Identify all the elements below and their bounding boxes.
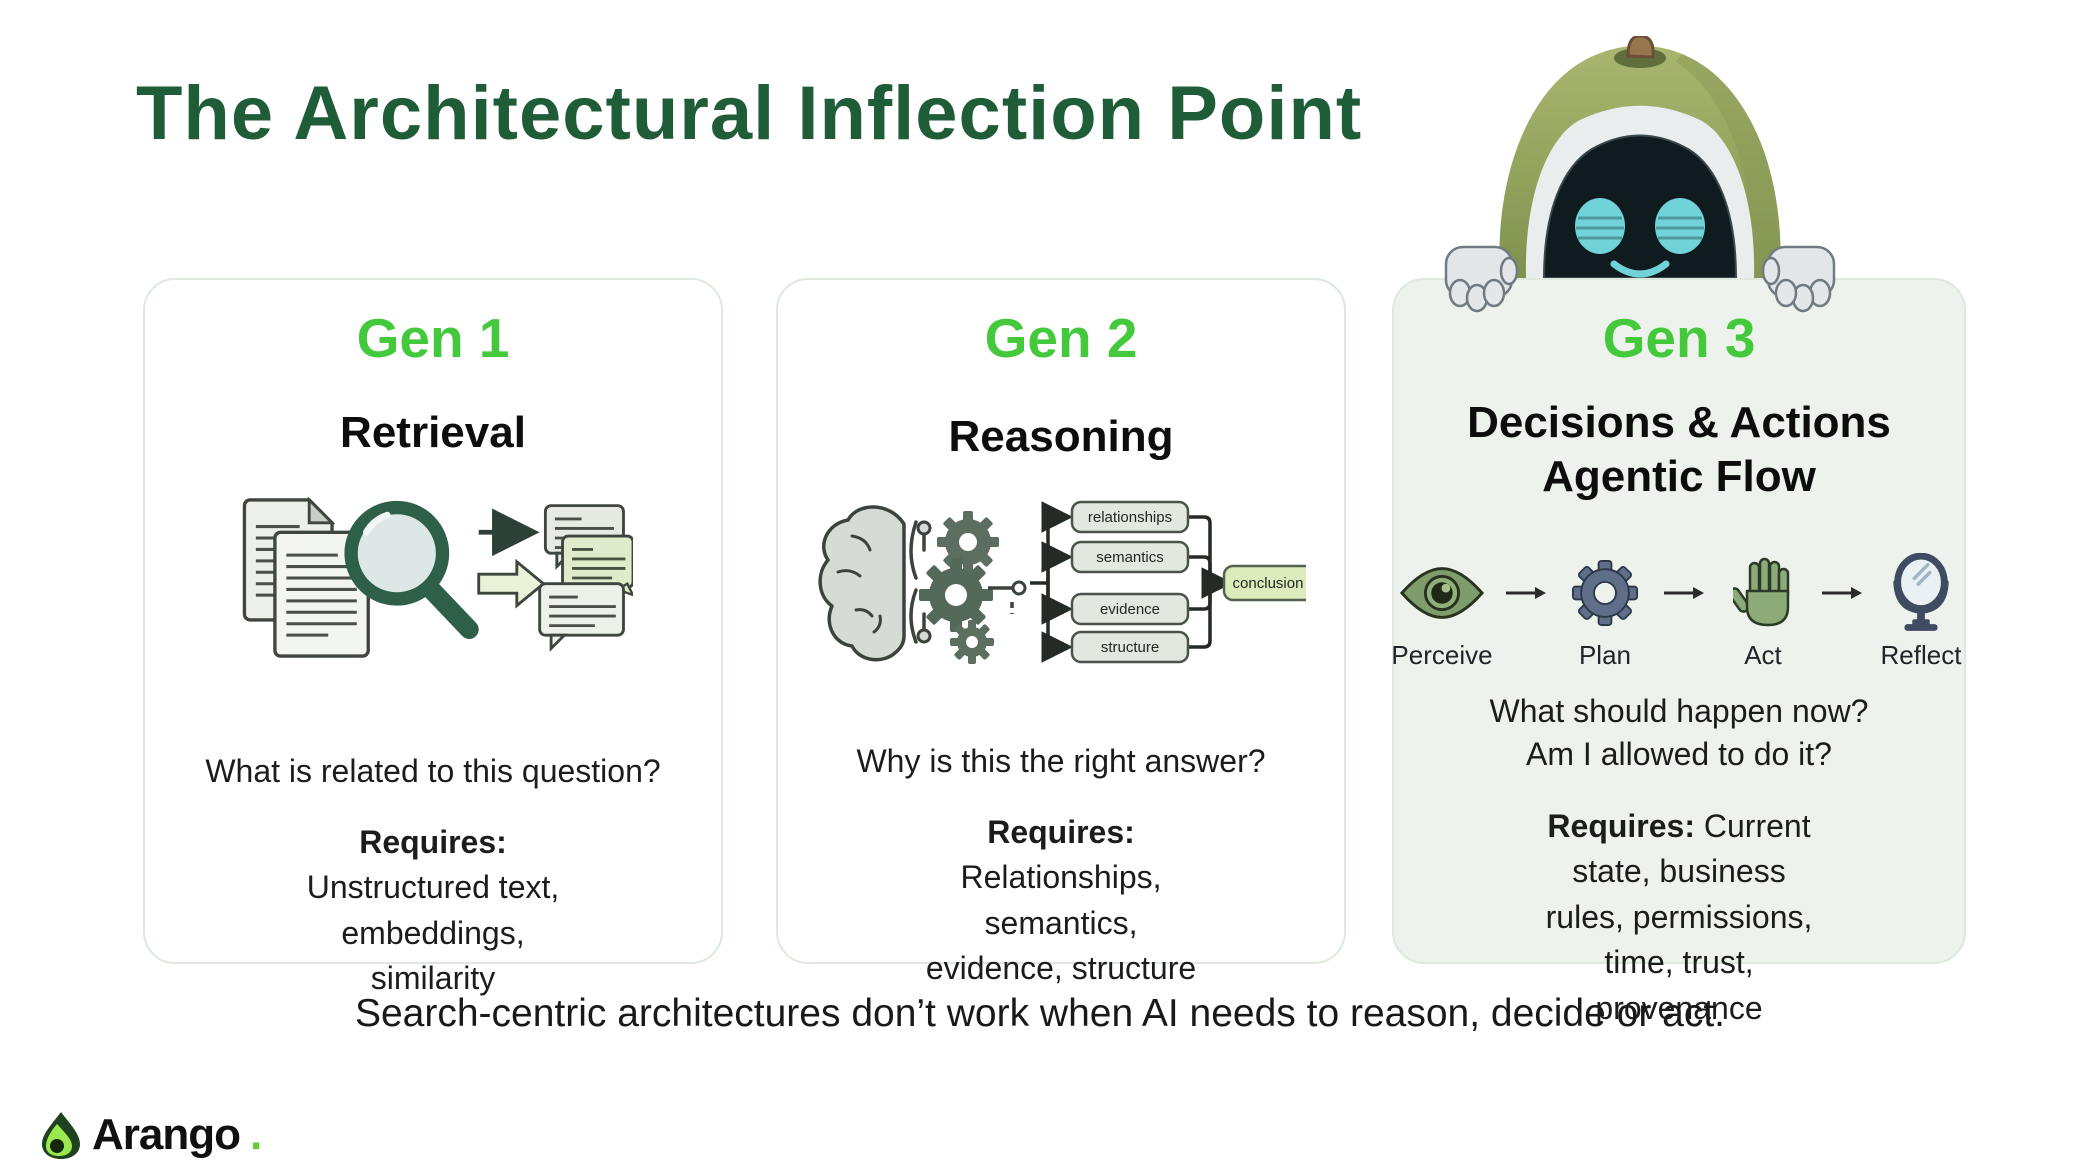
step-plan: Plan [1562, 552, 1648, 671]
arrow-icon [1504, 552, 1548, 634]
gen1-label: Gen 1 [356, 307, 510, 369]
card-gen2: Gen 2 Reasoning [776, 278, 1346, 986]
avocado-robot-mascot [1499, 36, 1781, 278]
brand-name: Arango [92, 1110, 241, 1159]
avocado-logo-icon [42, 1112, 80, 1159]
brain-gears-flow-icon: relationships semantics evidence structu… [818, 500, 1306, 664]
svg-text:structure: structure [1101, 639, 1159, 656]
brain-icon [818, 505, 932, 662]
arrow-icon [1820, 552, 1864, 634]
svg-text:conclusion: conclusion [1233, 575, 1304, 592]
arrow-icon [1662, 552, 1706, 634]
flow-lines [1030, 501, 1233, 663]
svg-text:relationships: relationships [1088, 509, 1172, 526]
gen1-requires: Requires: Unstructured text, embeddings,… [306, 824, 560, 997]
card-gen1: Gen 1 Retrieval [143, 278, 723, 996]
svg-text:evidence: evidence [1100, 601, 1160, 618]
svg-text:semantics: semantics [1096, 549, 1164, 566]
page-title: The Architectural Inflection Point [136, 71, 1363, 156]
mirror-icon [1887, 552, 1955, 634]
gen2-label: Gen 2 [984, 307, 1138, 369]
brand-dot: . [250, 1110, 263, 1159]
block-arrow-icon [477, 558, 546, 609]
card-gen3: Gen 3 Decisions & Actions Agentic Flow P… [1391, 278, 1966, 1026]
gen1-question: What is related to this question? [205, 753, 661, 789]
gears-icon [919, 511, 1027, 664]
magnifier-icon [344, 500, 479, 639]
gen3-question: What should happen now? Am I allowed to … [1489, 693, 1869, 773]
documents-magnifier-chat-icon [242, 496, 633, 658]
gen2-requires: Requires: Relationships, semantics, evid… [925, 814, 1197, 987]
step-perceive: Perceive [1391, 552, 1493, 671]
robot-hands [1444, 245, 1836, 313]
gen1-title: Retrieval [340, 408, 526, 457]
step-reflect: Reflect [1878, 552, 1964, 671]
robot-left-hand [1444, 245, 1519, 313]
eye-icon [1398, 552, 1486, 634]
robot-smile [1610, 260, 1670, 278]
gear-icon [1572, 552, 1638, 634]
tagline: Search-centric architectures don’t work … [354, 992, 1726, 1035]
flow-boxes: relationships semantics evidence structu… [1070, 500, 1306, 664]
gen3-title: Decisions & Actions Agentic Flow [1467, 398, 1891, 501]
gen2-title: Reasoning [948, 412, 1174, 461]
chat-bubbles-icon [538, 504, 633, 652]
gen3-requires: Requires: Current state, business rules,… [1545, 808, 1813, 1026]
brand-logo: Arango. [40, 1110, 262, 1160]
robot-right-hand [1761, 245, 1836, 313]
documents-icon [242, 496, 370, 658]
hand-icon [1733, 552, 1793, 634]
robot-eyes [1575, 198, 1705, 254]
step-act: Act [1720, 552, 1806, 671]
gen2-question: Why is this the right answer? [856, 743, 1266, 779]
gen3-label: Gen 3 [1602, 307, 1756, 369]
agentic-steps-row: Perceive [1391, 552, 1964, 671]
